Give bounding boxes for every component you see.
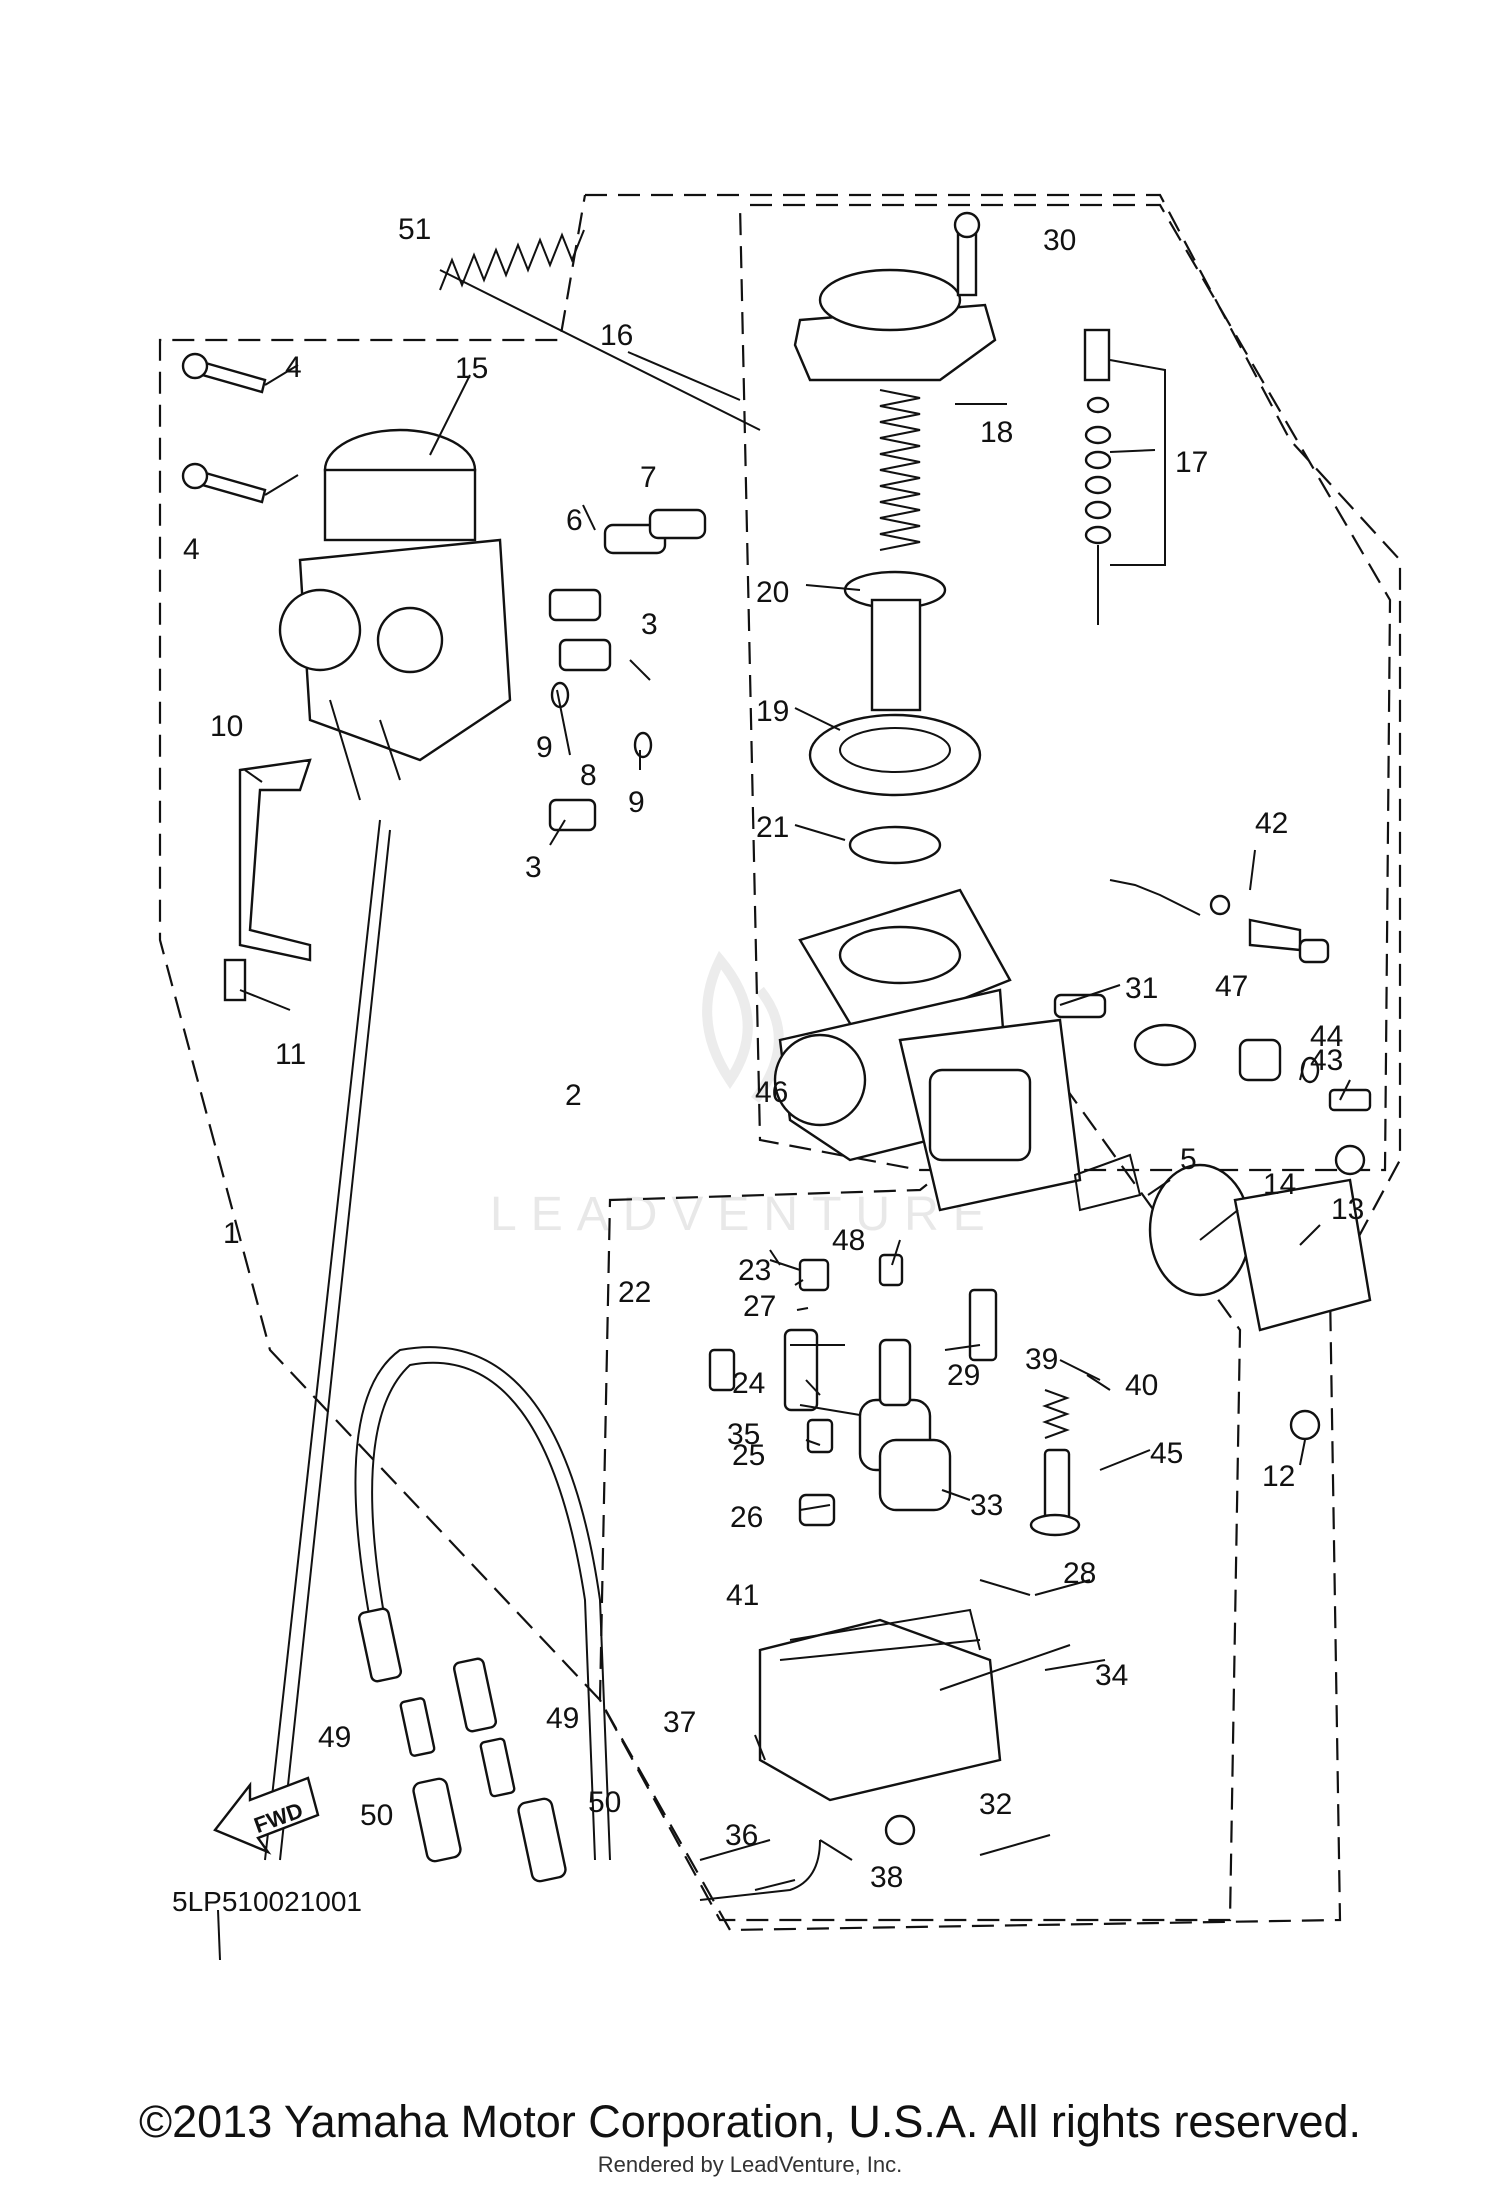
callout-17: 17 [1175, 446, 1208, 479]
callout-43: 43 [1310, 1044, 1343, 1077]
right-carburetor-assembly [773, 888, 1082, 1212]
callout-35: 35 [727, 1418, 760, 1451]
callout-21: 21 [756, 811, 789, 844]
watermark: LEADVENTURE [490, 950, 999, 1241]
watermark-text: LEADVENTURE [490, 1188, 999, 1241]
callout-12: 12 [1262, 1460, 1295, 1493]
callout-28: 28 [1063, 1557, 1096, 1590]
callout-33: 33 [970, 1489, 1003, 1522]
copyright-notice: ©2013 Yamaha Motor Corporation, U.S.A. A… [138, 2096, 1362, 2147]
diaphragm-cover [793, 268, 997, 382]
callout-29: 29 [947, 1359, 980, 1392]
callout-45: 45 [1150, 1437, 1183, 1470]
callout-9a: 9 [536, 731, 553, 764]
rendered-by-credit: Rendered by LeadVenture, Inc. [597, 2152, 903, 2177]
callout-27: 27 [743, 1290, 776, 1323]
screws [181, 211, 1366, 1846]
callout-2: 2 [565, 1079, 582, 1112]
float-chamber [758, 1398, 1031, 1802]
forward-arrow: FWD [213, 1776, 320, 1855]
left-carburetor-assembly [278, 428, 512, 801]
callout-8: 8 [580, 759, 597, 792]
callout-16: 16 [600, 319, 633, 352]
callout-50a: 50 [360, 1799, 393, 1832]
callout-24: 24 [732, 1367, 765, 1400]
callout-1: 1 [223, 1217, 240, 1250]
callout-51: 51 [398, 213, 431, 246]
callout-31: 31 [1125, 972, 1158, 1005]
piston-valve-20 [843, 570, 947, 712]
callout-49a: 49 [318, 1721, 351, 1754]
callout-38: 38 [870, 1861, 903, 1894]
callout-48: 48 [832, 1224, 865, 1257]
callout-36: 36 [725, 1819, 758, 1852]
callout-40: 40 [1125, 1369, 1158, 1402]
callout-3a: 3 [641, 608, 658, 641]
leader-lines [217, 269, 1351, 1961]
callout-50b: 50 [588, 1786, 621, 1819]
callout-26: 26 [730, 1501, 763, 1534]
o-ring-21 [848, 825, 942, 865]
callout-32: 32 [979, 1788, 1012, 1821]
callout-37: 37 [663, 1706, 696, 1739]
callout-30: 30 [1043, 224, 1076, 257]
callout-18: 18 [980, 416, 1013, 449]
spring-51 [439, 229, 585, 291]
cables-and-tubes [264, 819, 821, 1901]
callout-4b: 4 [183, 533, 200, 566]
callout-34: 34 [1095, 1659, 1128, 1692]
callout-19: 19 [756, 695, 789, 728]
callout-labels: 1 2 3 3 4 4 5 6 7 8 9 9 10 11 12 13 14 1… [183, 213, 1364, 1894]
small-components [223, 508, 1372, 1332]
callout-49b: 49 [546, 1702, 579, 1735]
callout-6: 6 [566, 504, 583, 537]
callout-10: 10 [210, 710, 243, 743]
callout-23: 23 [738, 1254, 771, 1287]
callout-5: 5 [1180, 1143, 1197, 1176]
callout-11: 11 [275, 1038, 306, 1071]
diaphragm-19 [808, 713, 982, 797]
callout-13: 13 [1331, 1193, 1364, 1226]
jet-stack [708, 1253, 1081, 1537]
callout-25: 25 [732, 1439, 765, 1472]
callout-22: 22 [618, 1276, 651, 1309]
callout-47: 47 [1215, 970, 1248, 1003]
callout-9b: 9 [628, 786, 645, 819]
callout-39: 39 [1025, 1343, 1058, 1376]
callout-41: 41 [726, 1579, 759, 1612]
callout-46: 46 [755, 1076, 788, 1109]
diagram-code: 5LP510021001 [172, 1886, 362, 1917]
callout-42: 42 [1255, 807, 1288, 840]
needle-set-17 [1083, 328, 1166, 625]
callout-4a: 4 [285, 351, 302, 384]
spring-18 [879, 389, 921, 551]
callout-20: 20 [756, 576, 789, 609]
callout-14: 14 [1263, 1168, 1296, 1201]
callout-44: 44 [1310, 1020, 1343, 1053]
callout-3b: 3 [525, 851, 542, 884]
callout-15: 15 [455, 352, 488, 385]
callout-7: 7 [640, 461, 657, 494]
